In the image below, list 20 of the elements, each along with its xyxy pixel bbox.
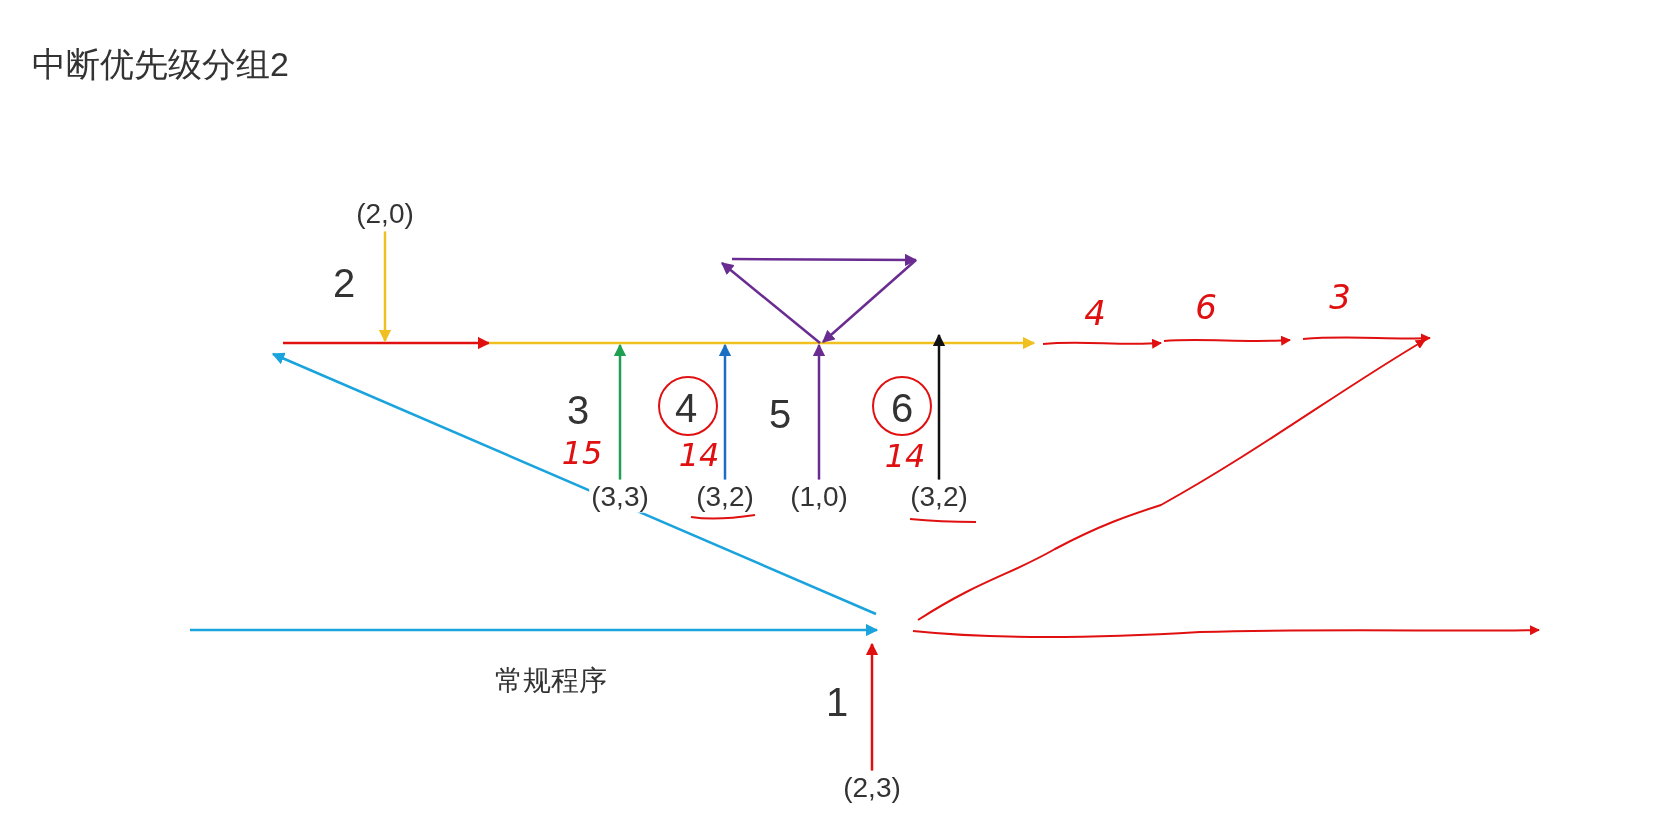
interrupt-arrow	[865, 642, 879, 771]
interrupt-arrow	[378, 231, 392, 343]
handwritten-number: 14	[884, 439, 926, 475]
number-label: 5	[768, 392, 792, 436]
interrupt-arrow	[718, 343, 732, 480]
interrupt-arrow	[613, 343, 627, 480]
handwritten-number: 15	[561, 436, 603, 472]
handwritten-number: 6	[1195, 289, 1217, 327]
number-label: 2	[332, 261, 356, 305]
number-label: 1	[825, 680, 849, 724]
number-label: 4	[674, 386, 698, 430]
program-label: 常规程序	[495, 665, 607, 697]
title: 中断优先级分组2	[32, 46, 289, 84]
handwritten-number: 14	[678, 438, 720, 474]
handwritten-number: 3	[1329, 279, 1351, 317]
number-label: 3	[566, 388, 590, 432]
number-label: 6	[890, 386, 914, 430]
interrupt-arrow	[812, 343, 826, 480]
handwritten-number: 4	[1084, 295, 1106, 333]
interrupt-arrow	[932, 333, 946, 480]
